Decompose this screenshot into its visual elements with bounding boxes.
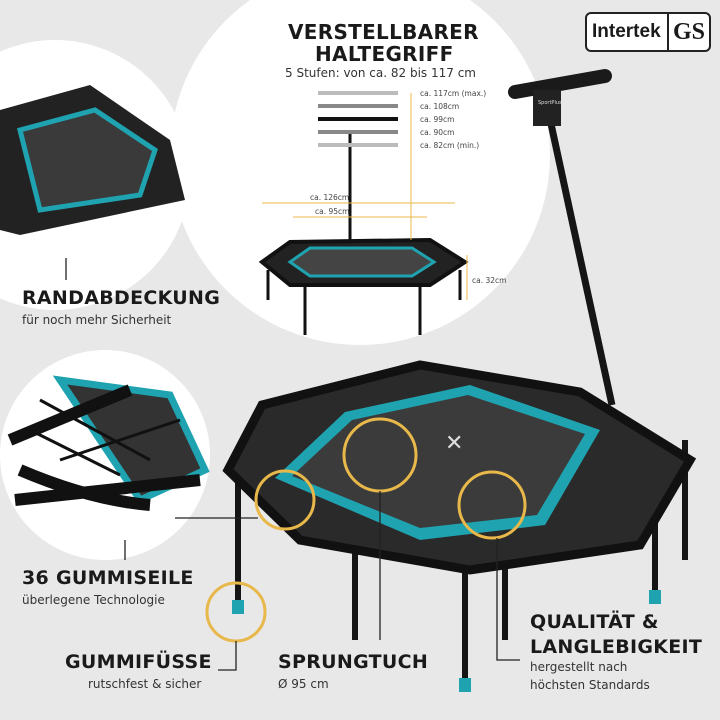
handle-grip [508,69,612,99]
level-2: ca. 108cm [420,102,460,111]
small-trampoline [258,91,469,335]
feature-cover-sub: für noch mehr Sicherheit [22,313,172,327]
cover-closeup [0,85,185,235]
badge-brand: Intertek [592,21,661,42]
level-1: ca. 117cm (max.) [420,89,487,98]
level-5: ca. 82cm (min.) [420,141,480,150]
feature-feet-title: GUMMIFÜSSE [65,651,212,673]
gs-mark: GS [667,14,709,50]
level-4: ca. 90cm [420,128,455,137]
height-label: ca. 32cm [472,276,507,285]
feature-mat-title: SPRUNGTUCH [278,651,429,673]
feature-quality-title-1: QUALITÄT & [530,611,659,633]
mat-logo: ✕ [445,431,463,456]
main-trampoline: ✕ [222,69,697,692]
level-3: ca. 99cm [420,115,455,124]
handle-title-2: HALTEGRIFF [315,42,454,66]
feature-cover-title: RANDABDECKUNG [22,287,221,309]
handle-title-1: VERSTELLBARER [288,20,479,44]
intertek-gs-badge: Intertek GS [585,12,711,52]
handle-brand: SportPlus [538,100,562,106]
handle-bar [544,109,616,406]
feature-cords-sub: überlegene Technologie [22,593,165,607]
feature-cords-title: 36 GUMMISEILE [22,567,194,589]
width-outer: ca. 126cm [310,193,350,202]
feature-quality-sub-2: höchsten Standards [530,678,650,692]
cords-closeup [7,375,210,511]
leader-lines [65,258,520,671]
feature-feet-sub: rutschfest & sicher [88,677,202,691]
feature-quality-title-2: LANGLEBIGKEIT [530,636,703,658]
feature-mat-sub: Ø 95 cm [278,677,329,691]
width-inner: ca. 95cm [315,207,350,216]
feature-quality-sub-1: hergestellt nach [530,660,628,674]
handle-subtitle: 5 Stufen: von ca. 82 bis 117 cm [285,66,476,80]
